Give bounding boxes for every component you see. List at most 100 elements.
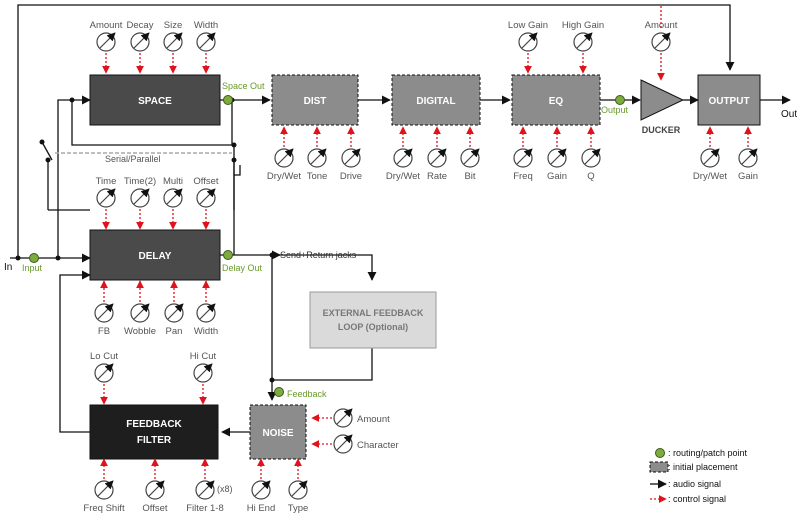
filter-to-delay-wire (59, 270, 91, 433)
svg-text:Dry/Wet: Dry/Wet (267, 171, 301, 182)
knob-noise-bottom-hi-end[interactable]: Hi End (247, 458, 276, 514)
filter-x8-label: (x8) (217, 484, 233, 494)
knob-filter-top-lo-cut[interactable]: Lo Cut (90, 351, 118, 405)
patch-point-space-out[interactable]: Space Out (222, 81, 265, 105)
in-label: In (4, 262, 12, 273)
svg-text:Width: Width (194, 20, 218, 31)
svg-text:Rate: Rate (427, 171, 447, 182)
svg-text:Multi: Multi (163, 176, 183, 187)
knob-delay-top-time-2[interactable]: Time(2) (124, 176, 156, 230)
svg-text:Size: Size (164, 20, 182, 31)
svg-text:High Gain: High Gain (562, 20, 604, 31)
knob-dist-drive[interactable]: Drive (340, 126, 362, 182)
svg-text:Space Out: Space Out (222, 81, 265, 91)
knob-delay-top-time[interactable]: Time (96, 176, 117, 230)
knob-delay-top-offset[interactable]: Offset (193, 176, 219, 230)
svg-text:Gain: Gain (547, 171, 567, 182)
knob-output-dry-wet[interactable]: Dry/Wet (693, 126, 727, 182)
knob-delay-bottom-wobble[interactable]: Wobble (124, 280, 156, 337)
knob-space-amount[interactable]: Amount (90, 20, 123, 74)
audio-wires (10, 4, 791, 437)
knob-output-gain[interactable]: Gain (738, 126, 758, 182)
svg-text:Filter 1-8: Filter 1-8 (186, 503, 223, 514)
block-delay: DELAY (89, 229, 221, 281)
svg-text:Bit: Bit (464, 171, 475, 182)
knob-delay-bottom-width[interactable]: Width (194, 280, 218, 337)
svg-text:Type: Type (288, 503, 309, 514)
patch-point-input[interactable]: Input (22, 253, 43, 274)
svg-text:Input: Input (22, 263, 43, 273)
svg-text:DIST: DIST (304, 96, 327, 107)
svg-text:FILTER: FILTER (137, 435, 172, 446)
knob-eq-bottom-q[interactable]: Q (581, 126, 601, 182)
block-digital: DIGITAL (391, 74, 481, 126)
knob-digital-dry-wet[interactable]: Dry/Wet (386, 126, 420, 182)
legend-routing-swatch (655, 448, 665, 458)
patch-point-output[interactable]: Output (601, 95, 629, 116)
knob-noise-right-amount[interactable]: Amount (311, 408, 390, 428)
legend-placement-label: : initial placement (668, 462, 738, 472)
return-jack-wire (267, 348, 373, 401)
knob-space-size[interactable]: Size (163, 20, 183, 74)
patch-point-delay-out[interactable]: Delay Out (222, 250, 263, 274)
knob-filter-top-hi-cut[interactable]: Hi Cut (190, 351, 217, 405)
svg-text:Width: Width (194, 326, 218, 337)
legend-audio-label: : audio signal (668, 479, 721, 489)
knob-ducker-amount[interactable]: Amount (645, 20, 678, 81)
block-eq: EQ (511, 74, 601, 126)
svg-text:Dry/Wet: Dry/Wet (386, 171, 420, 182)
legend: : routing/patch point : initial placemen… (649, 448, 748, 504)
svg-text:Offset: Offset (193, 176, 219, 187)
svg-text:SPACE: SPACE (138, 96, 172, 107)
knob-eq-top-low-gain[interactable]: Low Gain (508, 20, 548, 74)
legend-control-label: : control signal (668, 494, 726, 504)
block-dist: DIST (271, 74, 359, 126)
knob-space-width[interactable]: Width (194, 20, 218, 74)
svg-text:Tone: Tone (307, 171, 328, 182)
svg-text:NOISE: NOISE (262, 428, 293, 439)
knob-filter-bottom-freq-shift[interactable]: Freq Shift (83, 458, 125, 514)
serial-parallel-label: Serial/Parallel (105, 154, 161, 164)
to-space-wire (57, 95, 91, 258)
knob-space-decay[interactable]: Decay (127, 20, 154, 74)
knob-digital-bit[interactable]: Bit (460, 126, 480, 182)
knob-eq-bottom-gain[interactable]: Gain (547, 126, 567, 182)
svg-text:Feedback: Feedback (287, 389, 327, 399)
patch-point-feedback[interactable]: Feedback (274, 387, 328, 400)
svg-text:Decay: Decay (127, 20, 154, 31)
knob-filter-bottom-offset[interactable]: Offset (142, 458, 168, 514)
block-space: SPACE (89, 74, 221, 126)
block-ducker: DUCKER (640, 79, 685, 135)
svg-text:Time: Time (96, 176, 117, 187)
svg-text:EXTERNAL FEEDBACK: EXTERNAL FEEDBACK (323, 308, 424, 318)
svg-text:Hi Cut: Hi Cut (190, 351, 217, 362)
svg-text:Dry/Wet: Dry/Wet (693, 171, 727, 182)
svg-text:Pan: Pan (166, 326, 183, 337)
svg-text:Wobble: Wobble (124, 326, 156, 337)
knob-eq-top-high-gain[interactable]: High Gain (562, 20, 604, 74)
svg-text:Freq: Freq (513, 171, 533, 182)
knob-delay-top-multi[interactable]: Multi (163, 176, 183, 230)
knob-digital-rate[interactable]: Rate (427, 126, 447, 182)
block-output: OUTPUT (697, 74, 761, 126)
switch2-wire (234, 165, 241, 176)
knob-noise-bottom-type[interactable]: Type (288, 458, 309, 514)
legend-placement-swatch (649, 461, 669, 473)
knob-dist-dry-wet[interactable]: Dry/Wet (267, 126, 301, 182)
dry-bypass-wire (17, 4, 735, 258)
svg-text:Amount: Amount (357, 414, 390, 425)
serial-parallel-switch (41, 141, 53, 161)
knob-filter-bottom-filter-1-8[interactable]: Filter 1-8 (186, 458, 224, 514)
knob-dist-tone[interactable]: Tone (307, 126, 328, 182)
knob-noise-right-character[interactable]: Character (311, 434, 399, 454)
svg-text:FB: FB (98, 326, 110, 337)
svg-text:Low Gain: Low Gain (508, 20, 548, 31)
patch-points: Input Space Out Delay Out Output Feedbac… (22, 81, 629, 399)
knob-eq-bottom-freq[interactable]: Freq (513, 126, 533, 182)
knob-delay-bottom-pan[interactable]: Pan (164, 280, 184, 337)
knob-delay-bottom-fb[interactable]: FB (94, 280, 114, 337)
block-external-feedback: EXTERNAL FEEDBACK LOOP (Optional) (309, 291, 437, 349)
svg-text:DELAY: DELAY (139, 251, 172, 262)
